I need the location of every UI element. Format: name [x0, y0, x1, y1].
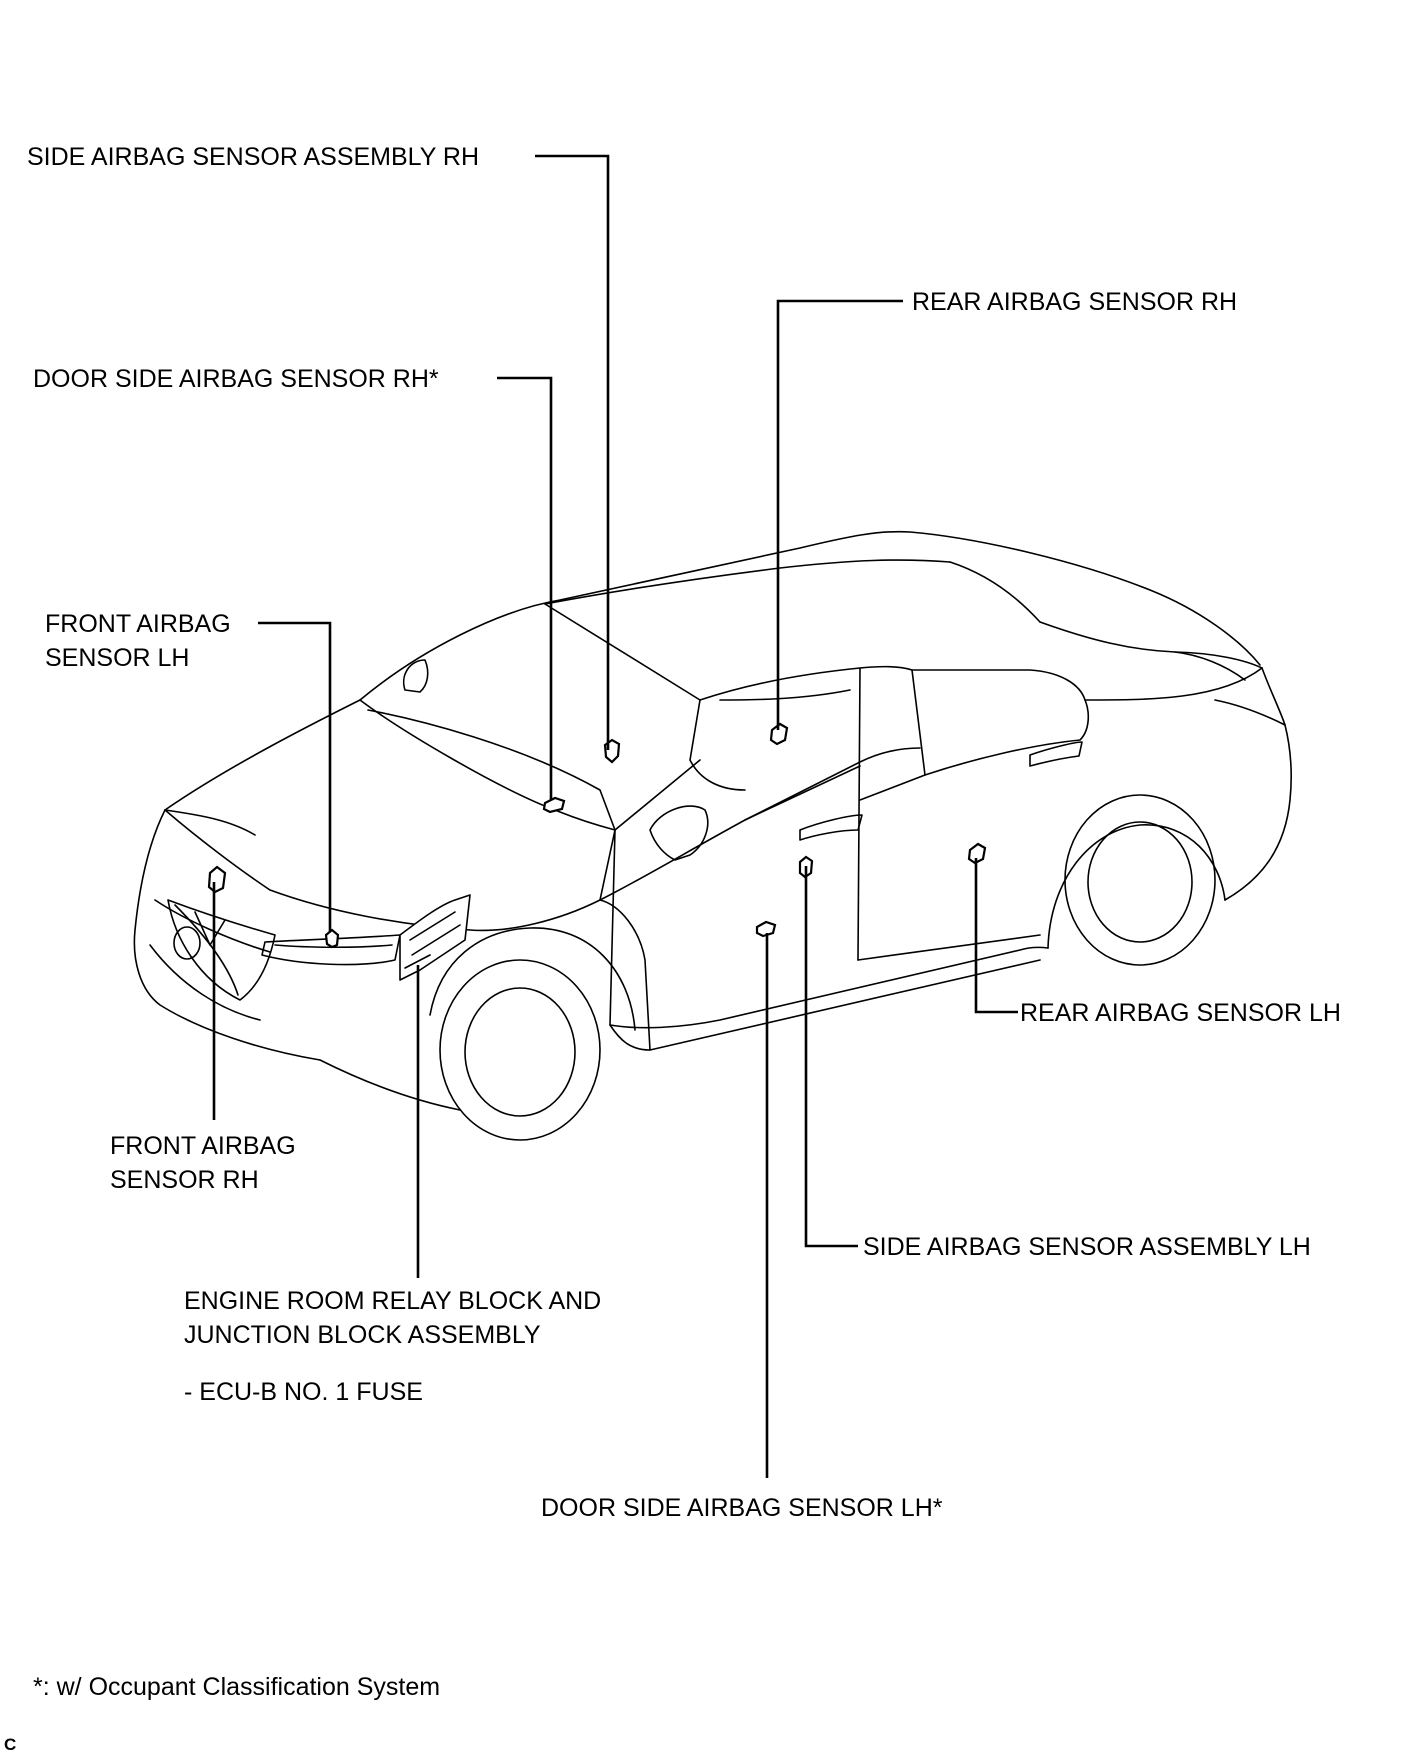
leader-side-airbag-rh	[535, 154, 610, 750]
callout-labels: SIDE AIRBAG SENSOR ASSEMBLY RH REAR AIRB…	[27, 143, 1341, 1522]
label-ecu-b-fuse: - ECU-B NO. 1 FUSE	[184, 1378, 423, 1406]
engine-room-relay-block	[399, 894, 471, 981]
leader-front-airbag-lh	[258, 621, 332, 932]
vehicle-outline	[133, 530, 1292, 1141]
label-side-airbag-sensor-lh: SIDE AIRBAG SENSOR ASSEMBLY LH	[863, 1233, 1311, 1261]
figure-code: C	[4, 1735, 16, 1754]
label-front-airbag-sensor-lh-line1: FRONT AIRBAG	[45, 610, 231, 638]
footnote: *: w/ Occupant Classification System	[33, 1673, 440, 1701]
leader-lines	[212, 154, 1018, 1478]
rear-airbag-sensor-rh-marker	[769, 722, 789, 746]
label-engine-room-line2: JUNCTION BLOCK ASSEMBLY	[184, 1321, 541, 1349]
label-side-airbag-sensor-rh: SIDE AIRBAG SENSOR ASSEMBLY RH	[27, 143, 479, 171]
sensor-markers	[207, 722, 987, 981]
leader-side-airbag-lh	[804, 866, 858, 1248]
door-side-airbag-sensor-lh-marker	[755, 920, 777, 938]
leader-rear-airbag-lh	[974, 858, 1018, 1014]
front-airbag-sensor-rh-marker	[207, 865, 227, 894]
label-front-airbag-sensor-rh-line2: SENSOR RH	[110, 1166, 259, 1194]
label-rear-airbag-sensor-lh: REAR AIRBAG SENSOR LH	[1020, 999, 1341, 1027]
label-engine-room-line1: ENGINE ROOM RELAY BLOCK AND	[184, 1287, 601, 1315]
label-front-airbag-sensor-rh-line1: FRONT AIRBAG	[110, 1132, 296, 1160]
label-door-side-airbag-sensor-rh: DOOR SIDE AIRBAG SENSOR RH*	[33, 365, 439, 393]
rear-airbag-sensor-lh-marker	[967, 842, 987, 865]
label-rear-airbag-sensor-rh: REAR AIRBAG SENSOR RH	[912, 288, 1237, 316]
label-door-side-airbag-sensor-lh: DOOR SIDE AIRBAG SENSOR LH*	[541, 1494, 943, 1522]
leader-door-side-airbag-rh	[497, 376, 553, 800]
door-side-airbag-sensor-rh-marker	[542, 796, 566, 814]
label-front-airbag-sensor-lh-line2: SENSOR LH	[45, 644, 189, 672]
leader-rear-airbag-rh	[776, 299, 903, 730]
front-airbag-sensor-lh-marker	[324, 928, 340, 949]
